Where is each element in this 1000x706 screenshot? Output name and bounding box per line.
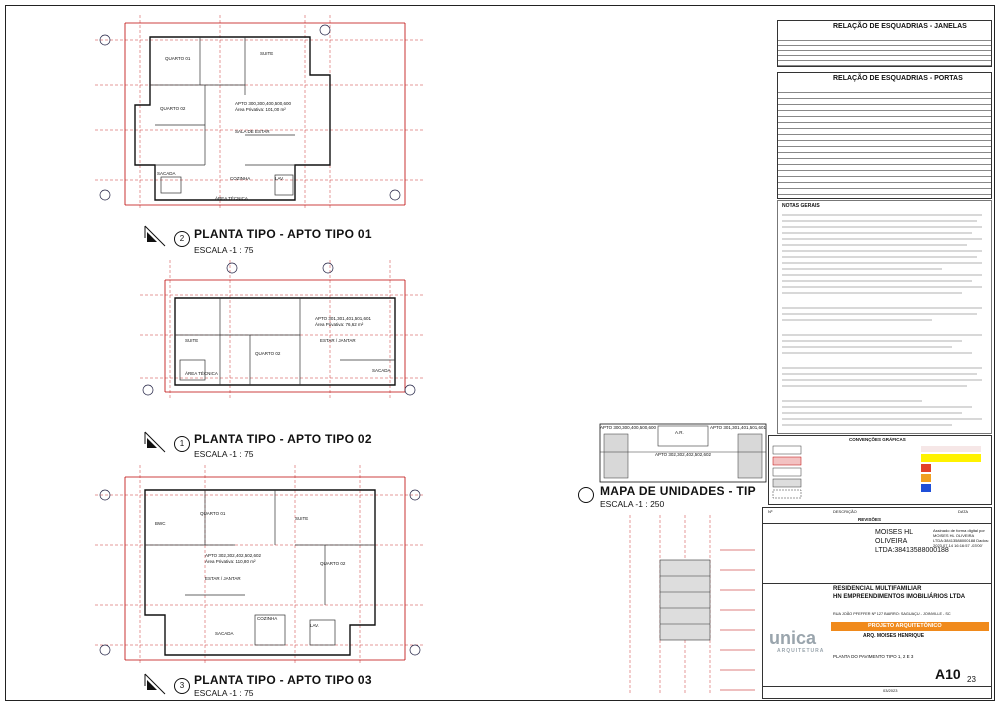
revisions-col-date: DATA [958, 509, 969, 514]
plan-number [578, 487, 594, 503]
client-name: HN EMPREENDIMENTOS IMOBILIÁRIOS LTDA [833, 594, 966, 600]
title-block: Nº DESCRIÇÃO DATA REVISÕES MOISES HL OLI… [762, 507, 992, 699]
svg-text:SUITE: SUITE [185, 338, 198, 343]
brand-logo: unica [769, 628, 817, 648]
section-label: PROJETO ARQUITETÔNICO [868, 623, 942, 629]
unit-map [599, 423, 767, 483]
svg-text:SALA DE ESTAR: SALA DE ESTAR [235, 129, 270, 134]
unit-map-label-center: APTO 302,302,402,502,602 [655, 452, 711, 457]
svg-text:QUARTO 01: QUARTO 01 [200, 511, 226, 516]
responsible-architect: ARQ. MOISES HENRIQUE [863, 633, 925, 639]
doors-schedule-table: RELAÇÃO DE ESQUADRIAS - PORTAS [777, 72, 992, 199]
svg-text:APTO 302,302,402,502,602: APTO 302,302,402,502,602 [205, 553, 261, 558]
plan-number: 3 [174, 678, 190, 694]
plan-number: 2 [174, 231, 190, 247]
svg-text:ÁREA TÉCNICA: ÁREA TÉCNICA [215, 195, 248, 201]
plan-title: PLANTA TIPO - APTO TIPO 03 [194, 673, 372, 687]
svg-text:ESTAR / JANTAR: ESTAR / JANTAR [320, 338, 356, 343]
project-address: RUA JOÃO PFEFFER Nº 127 BAIRRO: SAGUAÇU … [833, 612, 951, 616]
svg-text:Área Privativa: 110,80 m²: Área Privativa: 110,80 m² [205, 558, 256, 564]
windows-schedule-table: RELAÇÃO DE ESQUADRIAS - JANELAS [777, 20, 992, 67]
windows-schedule-title: RELAÇÃO DE ESQUADRIAS - JANELAS [833, 23, 967, 30]
sheet-frame [5, 5, 995, 701]
conventions-title: CONVENÇÕES GRÁFICAS [849, 437, 906, 442]
revisions-col-number: Nº [768, 509, 773, 514]
svg-text:SACADA: SACADA [157, 171, 176, 176]
unit-map-label-left: APTO 300,300,400,500,600 [600, 425, 656, 430]
svg-text:ESTAR / JANTAR: ESTAR / JANTAR [205, 576, 241, 581]
svg-text:QUARTO 02: QUARTO 02 [160, 106, 186, 111]
svg-text:Área Privativa: 76,62 m²: Área Privativa: 76,62 m² [315, 321, 364, 327]
plan-scale: ESCALA -1 : 75 [194, 688, 254, 698]
svg-text:QUARTO 02: QUARTO 02 [320, 561, 346, 566]
svg-text:SACADA: SACADA [215, 631, 234, 636]
north-arrow-icon [144, 431, 166, 453]
svg-text:QUARTO 02: QUARTO 02 [255, 351, 281, 356]
building-elevation [629, 515, 755, 695]
unit-map-label-right: APTO 301,301,401,501,601 [710, 425, 766, 430]
floor-plan-apto-tipo-03: QUARTO 01 BWC SUITE APTO 302,302,402,502,6… [95, 465, 425, 665]
issue-date: 03/2023 [883, 688, 898, 693]
svg-text:Área Privativa: 101,00 m²: Área Privativa: 101,00 m² [235, 106, 286, 112]
svg-text:SACADA: SACADA [372, 368, 391, 373]
svg-text:QUARTO 01: QUARTO 01 [165, 56, 191, 61]
north-arrow-icon [144, 225, 166, 247]
sheet-number: A10 [935, 666, 961, 682]
doors-schedule-title: RELAÇÃO DE ESQUADRIAS - PORTAS [833, 75, 963, 82]
brand-sub: ARQUITETURA [777, 648, 825, 654]
svg-text:ÁREA TÉCNICA: ÁREA TÉCNICA [185, 370, 218, 376]
svg-text:SUITE: SUITE [260, 51, 273, 56]
project-name: RESIDENCIAL MULTIFAMILIAR [833, 586, 922, 592]
plan-scale: ESCALA -1 : 75 [194, 449, 254, 459]
plan-scale: ESCALA -1 : 75 [194, 245, 254, 255]
sheet-content: PLANTA DO PAVIMENTO TIPO 1, 2 E 3 [833, 654, 914, 659]
revisions-title: REVISÕES [858, 517, 882, 522]
notes-title: NOTAS GERAIS [782, 203, 820, 209]
north-arrow-icon [144, 673, 166, 695]
revisions-col-description: DESCRIÇÃO [833, 509, 857, 514]
svg-text:COZINHA: COZINHA [230, 176, 250, 181]
svg-text:BWC: BWC [155, 521, 166, 526]
svg-text:APTO 301,301,401,501,601: APTO 301,301,401,501,601 [315, 316, 371, 321]
general-notes: NOTAS GERAIS [777, 200, 992, 434]
svg-text:LAV.: LAV. [310, 623, 319, 628]
svg-text:APTO 300,300,400,500,600: APTO 300,300,400,500,600 [235, 101, 291, 106]
svg-text:SUITE: SUITE [295, 516, 308, 521]
graphic-conventions: CONVENÇÕES GRÁFICAS [768, 435, 992, 505]
plan-number: 1 [174, 436, 190, 452]
section-bar [831, 622, 989, 631]
svg-text:LAV.: LAV. [275, 176, 284, 181]
plan-title: PLANTA TIPO - APTO TIPO 01 [194, 227, 372, 241]
unit-map-label-ar: A.R. [675, 430, 684, 435]
plan-title: PLANTA TIPO - APTO TIPO 02 [194, 432, 372, 446]
owner-name: MOISES HL OLIVEIRA LTDA:38413588000188 [875, 529, 949, 554]
sheet-total: 23 [967, 675, 976, 684]
digital-signature: Assinado de forma digital por MOISES HL … [933, 528, 989, 548]
unit-map-title: MAPA DE UNIDADES - TIP [600, 484, 756, 498]
svg-text:COZINHA: COZINHA [257, 616, 277, 621]
unit-map-scale: ESCALA -1 : 250 [600, 499, 665, 509]
